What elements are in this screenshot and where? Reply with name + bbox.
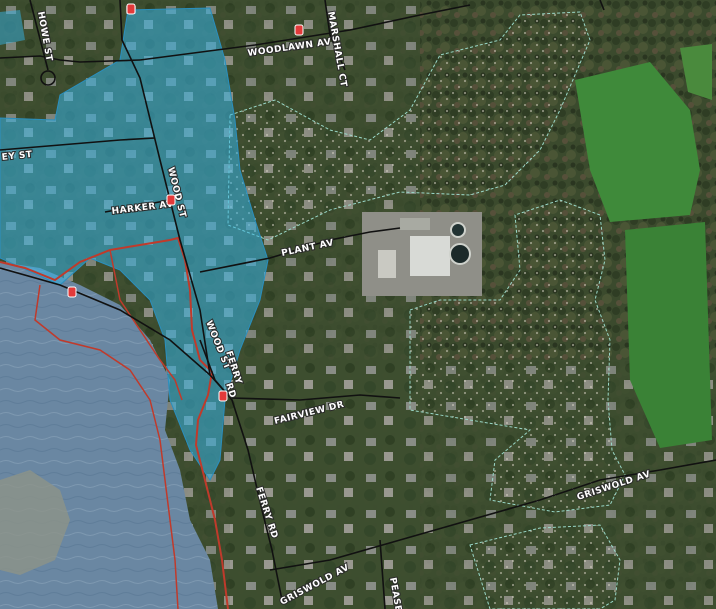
wetland-zone-north	[227, 11, 591, 241]
plant-building	[400, 218, 430, 230]
green-field-east	[625, 222, 712, 448]
fire-hydrant-icon[interactable]	[294, 24, 304, 36]
shore-island	[0, 470, 70, 575]
plant-tank	[450, 222, 466, 238]
green-field-north	[575, 62, 700, 222]
fire-hydrant-icon[interactable]	[166, 194, 176, 206]
flood-zone-ve-boundary	[0, 236, 229, 609]
label-ey-st: EY ST	[1, 150, 33, 163]
fire-hydrant-icon[interactable]	[218, 390, 228, 402]
flood-zone-ve-shore	[34, 284, 179, 609]
plant-tank	[449, 243, 471, 265]
plant-building	[410, 236, 450, 276]
wetland-zone-south	[469, 524, 621, 609]
fire-hydrant-icon[interactable]	[126, 3, 136, 15]
wetland-zone-east	[409, 199, 626, 513]
fire-hydrant-icon[interactable]	[67, 286, 77, 298]
green-field-ne	[680, 44, 712, 100]
flood-zone-ae-sliver	[0, 10, 25, 45]
plant-building	[378, 250, 396, 278]
hydrant-markers	[67, 3, 304, 402]
flood-zone-ve-inner	[109, 249, 183, 401]
